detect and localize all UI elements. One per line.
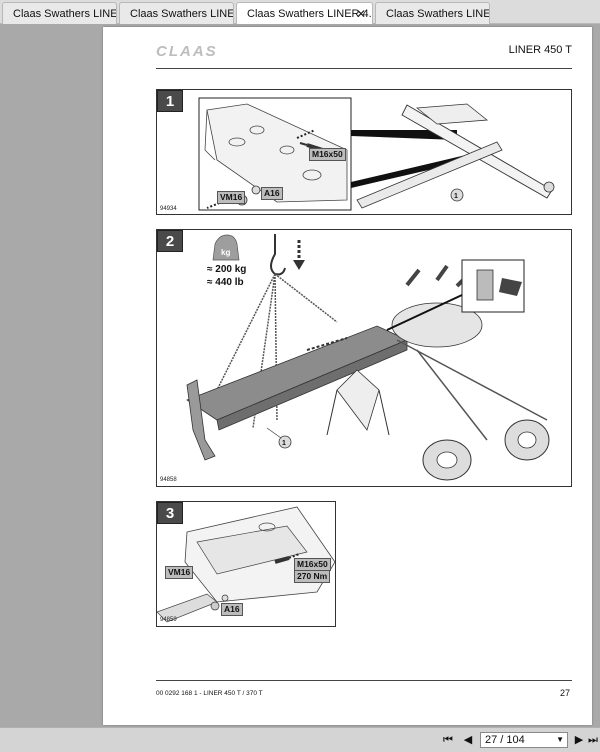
- part-ref-label: 1: [454, 193, 458, 200]
- figure-code: 94859: [160, 617, 177, 623]
- figure-code: 94858: [160, 477, 177, 483]
- figure-code: 94934: [160, 206, 177, 212]
- page-header-model: LINER 450 T: [508, 44, 572, 56]
- tab-document-3-active[interactable]: Claas Swathers LINER 4...✕: [236, 2, 373, 25]
- page-number: 27: [559, 688, 570, 698]
- callout-torque: 270 Nm: [294, 570, 331, 583]
- page-navigation-bar: ⏮ ◀ 27 / 104 ▼ ▶ ⏭: [0, 727, 600, 752]
- page-indicator: 27 / 104: [485, 734, 525, 746]
- document-number: 00 0292 168 1 - LINER 450 T / 370 T: [156, 690, 263, 697]
- tab-document-4[interactable]: Claas Swathers LINER ...: [375, 2, 490, 24]
- document-viewport[interactable]: CLAAS LINER 450 T: [0, 24, 600, 727]
- pdf-page: CLAAS LINER 450 T: [103, 27, 592, 725]
- close-icon[interactable]: ✕: [355, 7, 366, 21]
- tab-label: Claas Swathers LINER 4...: [247, 8, 373, 20]
- tab-bar: Claas Swathers LINER ... Claas Swathers …: [0, 0, 600, 25]
- tab-label: Claas Swathers LINER ...: [130, 8, 234, 20]
- weight-lb: ≈ 440 lb: [207, 277, 244, 288]
- chevron-down-icon[interactable]: ▼: [556, 735, 564, 744]
- figure-3: 3 M16x50 270 Nm VM16 A16 94859: [156, 501, 336, 627]
- first-page-icon[interactable]: ⏮: [443, 734, 453, 746]
- header-divider: [156, 68, 572, 69]
- figure-2-illustration: kg: [186, 234, 550, 481]
- callout-nut: VM16: [217, 191, 246, 204]
- figure-1: 1 1 M16x50 VM16 A16 94934: [156, 89, 572, 215]
- previous-page-icon[interactable]: ◀: [463, 734, 473, 746]
- callout-bolt: M16x50: [309, 148, 346, 161]
- kg-icon-label: kg: [221, 248, 230, 257]
- tab-label: Claas Swathers LINER ...: [13, 8, 117, 20]
- footer-divider: [156, 680, 572, 681]
- part-ref-label: 1: [282, 440, 286, 447]
- weight-kg: ≈ 200 kg: [207, 264, 247, 275]
- figure-number: 1: [157, 90, 183, 112]
- next-page-icon[interactable]: ▶: [574, 734, 584, 746]
- figure-1-illustration: 1: [198, 97, 555, 211]
- figure-number: 2: [157, 230, 183, 252]
- page-number-input[interactable]: 27 / 104 ▼: [480, 732, 568, 748]
- callout-nut: VM16: [165, 566, 194, 579]
- callout-washer: A16: [221, 603, 243, 616]
- tab-label: Claas Swathers LINER ...: [386, 8, 490, 20]
- callout-washer: A16: [261, 187, 283, 200]
- tab-document-2[interactable]: Claas Swathers LINER ...: [119, 2, 234, 24]
- last-page-icon[interactable]: ⏭: [588, 734, 598, 746]
- figure-number: 3: [157, 502, 183, 524]
- figure-2: kg: [156, 229, 572, 487]
- brand-logo: CLAAS: [156, 43, 218, 60]
- tab-document-1[interactable]: Claas Swathers LINER ...: [2, 2, 117, 24]
